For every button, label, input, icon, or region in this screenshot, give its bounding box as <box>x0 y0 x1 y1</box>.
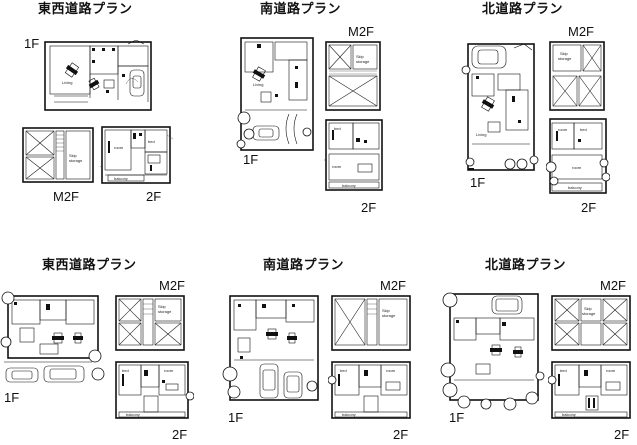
svg-text:room: room <box>386 368 396 373</box>
svg-text:Living: Living <box>476 132 486 137</box>
floor-label-s-top-2f: 2F <box>361 200 377 215</box>
floor-label-n-top-1f: 1F <box>470 175 486 190</box>
svg-text:room: room <box>606 368 616 373</box>
svg-text:Skip: Skip <box>158 304 167 309</box>
svg-text:bed: bed <box>580 127 587 132</box>
floorplan-ew-bottom-1f <box>0 290 106 394</box>
plan-title-north-top: 北道路プラン <box>482 2 564 17</box>
floorplan-s-top-2f: bed room balcony <box>324 118 384 194</box>
floor-label-n-top-2f: 2F <box>581 200 597 215</box>
floorplan-ew-top-m2f: Skip storage <box>22 127 94 183</box>
svg-text:balcony: balcony <box>568 185 582 190</box>
floorplan-n-bottom-2f: bed room balcony <box>548 360 634 426</box>
svg-text:storage: storage <box>69 158 83 163</box>
floor-label-ew-bottom-2f: 2F <box>172 427 188 442</box>
floorplan-ew-top-1f: Living <box>44 40 156 112</box>
floor-label-n-bottom-1f: 1F <box>449 410 465 425</box>
floorplan-n-top-1f: Living <box>458 40 544 176</box>
svg-text:Skip: Skip <box>382 308 391 313</box>
floor-label-ew-top-2f: 2F <box>146 189 162 204</box>
svg-text:balcony: balcony <box>342 183 356 188</box>
plan-title-north-bottom: 北道路プラン <box>485 258 567 273</box>
svg-text:storage: storage <box>558 56 572 61</box>
floor-label-s-top-1f: 1F <box>243 152 259 167</box>
floor-label-s-bottom-1f: 1F <box>228 410 244 425</box>
svg-text:room: room <box>114 145 124 150</box>
svg-text:room: room <box>164 368 174 373</box>
svg-text:storage: storage <box>158 309 172 314</box>
floor-label-n-top-m2f: M2F <box>568 24 594 39</box>
svg-text:balcony: balcony <box>114 176 128 181</box>
floor-label-s-bottom-m2f: M2F <box>380 278 406 293</box>
svg-text:Skip: Skip <box>69 153 78 158</box>
floor-label-ew-top-m2f: M2F <box>53 189 79 204</box>
floorplan-ew-bottom-m2f: Skip storage <box>114 294 186 352</box>
floorplan-ew-bottom-2f: bed room balcony <box>112 360 194 422</box>
svg-text:bed: bed <box>122 368 129 373</box>
svg-text:Living: Living <box>253 82 263 87</box>
floorplan-s-bottom-m2f: Skip storage <box>330 294 412 352</box>
svg-text:room: room <box>572 165 582 170</box>
plan-title-south-top: 南道路プラン <box>260 2 342 17</box>
plan-title-ew-top: 東西道路プラン <box>38 2 133 17</box>
floorplan-n-top-m2f: Skip storage <box>548 40 606 112</box>
floorplan-n-bottom-m2f: Skip storage <box>550 294 632 352</box>
svg-text:bed: bed <box>334 126 341 131</box>
svg-text:Skip: Skip <box>356 54 365 59</box>
floorplan-ew-top-2f: room bed balcony <box>100 125 176 187</box>
svg-text:bed: bed <box>560 368 567 373</box>
floor-label-ew-bottom-1f: 1F <box>4 390 20 405</box>
svg-text:bed: bed <box>340 368 347 373</box>
svg-text:Skip: Skip <box>560 51 569 56</box>
plan-title-south-bottom: 南道路プラン <box>263 258 345 273</box>
floor-label-s-bottom-2f: 2F <box>393 427 409 442</box>
svg-text:balcony: balcony <box>562 412 576 417</box>
floorplan-s-top-1f: Living <box>235 36 317 158</box>
floorplan-s-bottom-2f: bed room balcony <box>328 360 414 426</box>
floor-label-n-bottom-m2f: M2F <box>600 278 626 293</box>
svg-text:room: room <box>332 164 342 169</box>
floorplan-s-bottom-1f <box>222 294 322 410</box>
floorplan-n-top-2f: room bed room balcony <box>546 117 610 199</box>
svg-text:bed: bed <box>148 139 155 144</box>
floor-label-s-top-m2f: M2F <box>348 24 374 39</box>
floor-label-ew-top-1f: 1F <box>24 36 40 51</box>
floorplan-n-bottom-1f <box>436 290 546 412</box>
svg-text:balcony: balcony <box>126 412 140 417</box>
floorplan-s-top-m2f: Skip storage <box>324 40 382 112</box>
svg-text:storage: storage <box>582 311 596 316</box>
svg-text:balcony: balcony <box>342 412 356 417</box>
floor-label-n-bottom-2f: 2F <box>614 427 630 442</box>
svg-text:storage: storage <box>356 59 370 64</box>
svg-text:Skip: Skip <box>584 306 593 311</box>
svg-text:Living: Living <box>62 80 72 85</box>
floor-label-ew-bottom-m2f: M2F <box>159 278 185 293</box>
svg-text:room: room <box>558 127 568 132</box>
svg-text:storage: storage <box>382 313 396 318</box>
plan-title-ew-bottom: 東西道路プラン <box>42 258 137 273</box>
